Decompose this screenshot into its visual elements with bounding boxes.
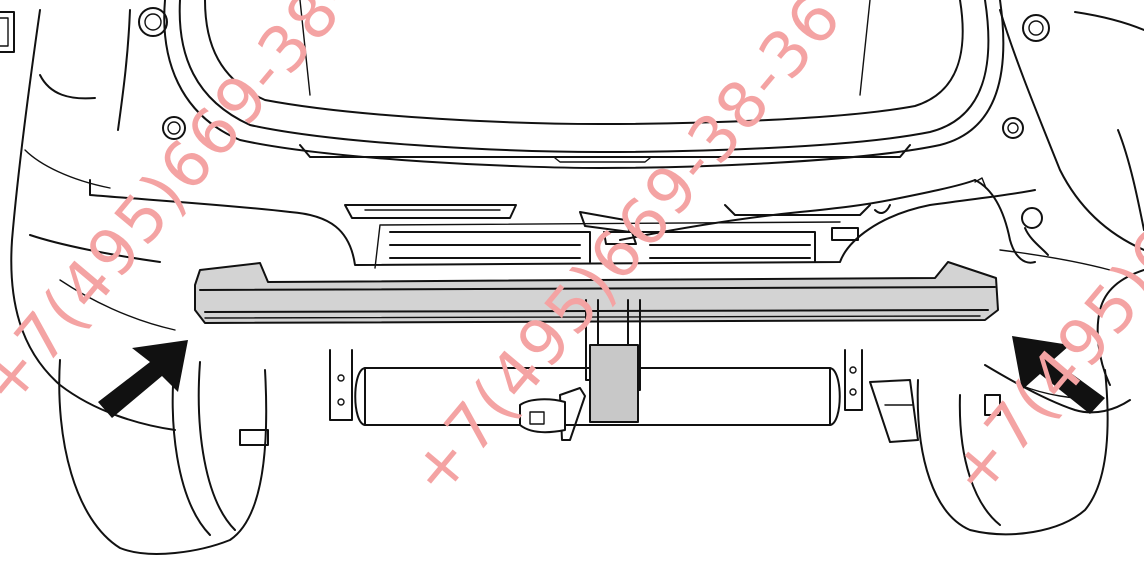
wiring-harness — [603, 177, 1049, 264]
watermark-text: +7(495)669-38-36 — [396, 0, 857, 510]
hitch-ball-mount — [519, 299, 641, 441]
mount-brackets — [239, 349, 1001, 446]
arrow-left — [98, 340, 188, 418]
hitch-receiver — [589, 344, 639, 423]
left-tire — [58, 359, 268, 555]
rear-panel — [289, 189, 1036, 269]
car-body — [10, 7, 1144, 431]
arrow-right — [1012, 336, 1105, 414]
tow-bar-body — [194, 261, 999, 324]
right-tire — [916, 369, 1109, 536]
frame-corner — [0, 11, 15, 53]
tailgate-opening — [163, 0, 1005, 169]
tow-bar — [194, 261, 999, 324]
watermark-text: +7(495)669-38-36 — [0, 0, 427, 420]
arrow-left-icon — [98, 340, 188, 418]
arrow-right-icon — [1012, 336, 1105, 414]
